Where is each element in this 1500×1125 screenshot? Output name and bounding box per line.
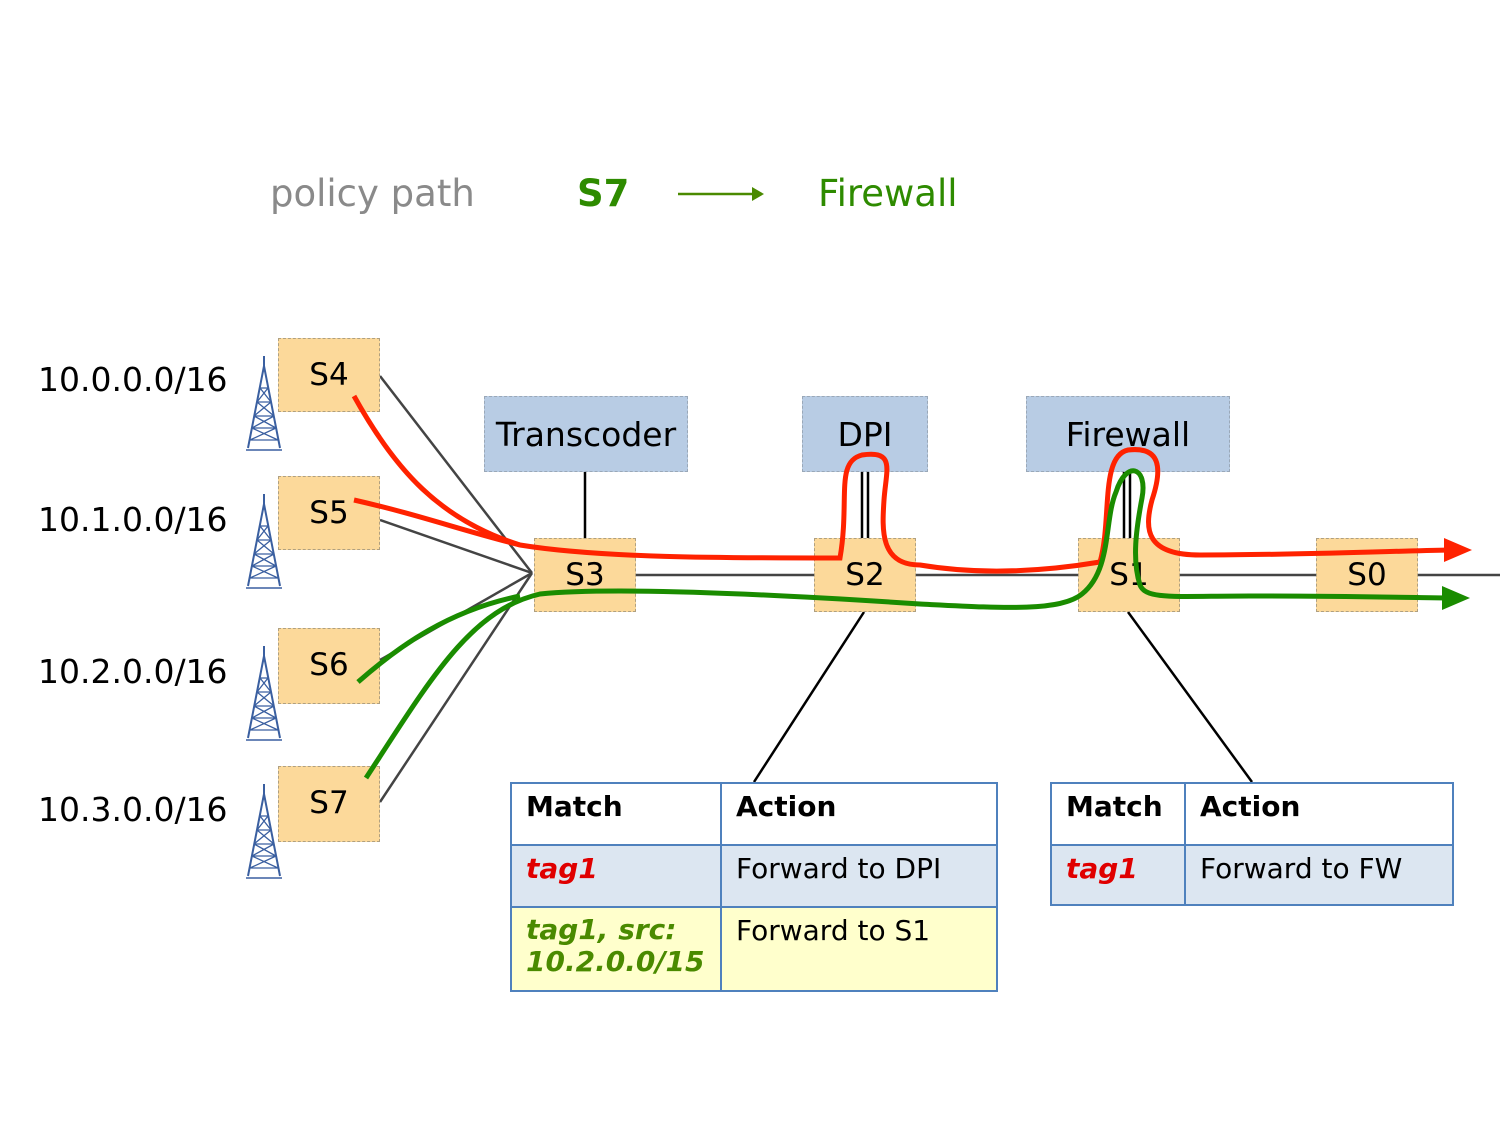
- table-s2-header-action: Action: [720, 782, 998, 846]
- flow-table-s2: Match Action tag1 Forward to DPI tag1, s…: [510, 782, 998, 992]
- table-s1-row1-match: tag1: [1050, 844, 1186, 906]
- switch-s6: S6: [278, 628, 380, 704]
- red-path-s4: [351, 394, 521, 548]
- link-s1-table: [1126, 611, 1254, 783]
- table-s1-header-action: Action: [1184, 782, 1454, 846]
- green-arrowhead-icon: [1442, 586, 1470, 610]
- red-arrowhead-icon: [1444, 538, 1472, 562]
- legend-to: Firewall: [818, 172, 958, 215]
- subnet-label-3: 10.2.0.0/16: [38, 652, 228, 691]
- switch-s5: S5: [278, 476, 380, 550]
- table-s2-row1-action: Forward to DPI: [720, 844, 998, 908]
- link-s7-s3: [378, 572, 534, 803]
- table-s2-row1-match: tag1: [510, 844, 722, 908]
- green-path-main: [363, 468, 1449, 780]
- legend-label: policy path: [270, 172, 475, 215]
- middlebox-firewall: Firewall: [1026, 396, 1230, 472]
- switch-s4: S4: [278, 338, 380, 412]
- link-s5-s3: [379, 518, 533, 575]
- table-s2-row2-match: tag1, src: 10.2.0.0/15: [510, 906, 722, 992]
- table-s2-row2-action: Forward to S1: [720, 906, 998, 992]
- switch-s7: S7: [278, 766, 380, 842]
- subnet-label-1: 10.0.0.0/16: [38, 360, 228, 399]
- table-s1-header-match: Match: [1050, 782, 1186, 846]
- subnet-label-4: 10.3.0.0/16: [38, 790, 228, 829]
- flow-table-s1: Match Action tag1 Forward to FW: [1050, 782, 1454, 906]
- legend-from: S7: [577, 172, 630, 215]
- legend-arrow-icon: [678, 187, 764, 201]
- subnet-label-2: 10.1.0.0/16: [38, 500, 228, 539]
- middlebox-dpi: DPI: [802, 396, 928, 472]
- table-s1-row1-action: Forward to FW: [1184, 844, 1454, 906]
- middlebox-transcoder: Transcoder: [484, 396, 688, 472]
- green-path-s6: [356, 593, 521, 684]
- link-s2-table: [752, 611, 866, 783]
- red-path-main: [353, 447, 1451, 574]
- table-s2-header-match: Match: [510, 782, 722, 846]
